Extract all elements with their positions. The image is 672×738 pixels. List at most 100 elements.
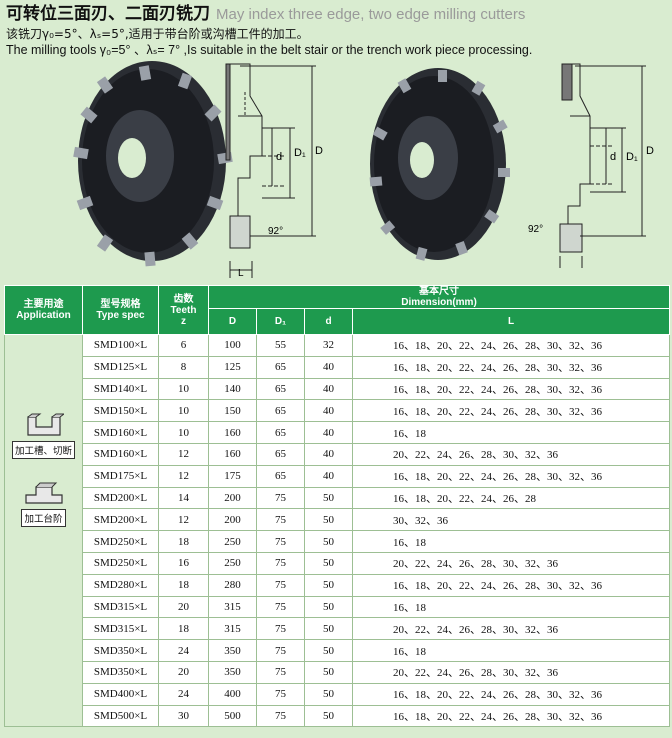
type-spec-cell: SMD200×L bbox=[82, 508, 159, 532]
D-cell: 250 bbox=[208, 530, 257, 553]
label-angle-right: 92° bbox=[528, 224, 543, 235]
label-angle-left: 92° bbox=[268, 226, 283, 237]
application-label-groove: 加工槽、切断 bbox=[11, 441, 75, 459]
D1-cell: 75 bbox=[256, 682, 305, 706]
d-cell: 50 bbox=[304, 595, 353, 619]
d-cell: 40 bbox=[304, 421, 353, 444]
header-L: L bbox=[352, 308, 670, 335]
description-chinese: 该铣刀γ₀=5°、λₛ=5°,适用于带台阶或沟槽工件的加工。 bbox=[6, 27, 309, 41]
header-D: D bbox=[208, 308, 257, 335]
teeth-cell: 12 bbox=[158, 442, 209, 466]
L-cell: 16、18 bbox=[352, 595, 670, 619]
D-cell: 140 bbox=[208, 377, 257, 401]
L-cell: 16、18 bbox=[352, 639, 670, 662]
d-cell: 50 bbox=[304, 639, 353, 662]
type-spec-cell: SMD315×L bbox=[82, 617, 159, 641]
d-cell: 40 bbox=[304, 355, 353, 379]
D-cell: 200 bbox=[208, 486, 257, 510]
D-cell: 350 bbox=[208, 660, 257, 684]
L-cell: 16、18 bbox=[352, 530, 670, 553]
D1-cell: 65 bbox=[256, 464, 305, 488]
title-chinese: 可转位三面刃、二面刃铣刀 bbox=[6, 4, 210, 24]
teeth-cell: 30 bbox=[158, 704, 209, 728]
L-cell: 16、18、20、22、24、26、28、30、32、36 bbox=[352, 377, 670, 401]
type-spec-cell: SMD200×L bbox=[82, 486, 159, 510]
teeth-cell: 12 bbox=[158, 464, 209, 488]
teeth-cell: 24 bbox=[158, 682, 209, 706]
D1-cell: 65 bbox=[256, 377, 305, 401]
D1-cell: 65 bbox=[256, 421, 305, 444]
teeth-cell: 20 bbox=[158, 595, 209, 619]
D-cell: 175 bbox=[208, 464, 257, 488]
section-diagram-right bbox=[559, 63, 646, 268]
L-cell: 16、18、20、22、24、26、28、30、32、36 bbox=[352, 464, 670, 488]
L-cell: 20、22、24、26、28、30、32、36 bbox=[352, 442, 670, 466]
header-d: d bbox=[304, 308, 353, 335]
label-d-left: d bbox=[276, 151, 282, 163]
d-cell: 50 bbox=[304, 551, 353, 575]
d-cell: 40 bbox=[304, 399, 353, 423]
d-cell: 50 bbox=[304, 573, 353, 597]
label-d-right: d bbox=[610, 151, 616, 163]
type-spec-cell: SMD100×L bbox=[82, 334, 159, 357]
teeth-cell: 14 bbox=[158, 486, 209, 510]
type-spec-cell: SMD350×L bbox=[82, 660, 159, 684]
step-icon bbox=[24, 482, 63, 504]
type-spec-cell: SMD400×L bbox=[82, 682, 159, 706]
teeth-cell: 8 bbox=[158, 355, 209, 379]
L-cell: 20、22、24、26、28、30、32、36 bbox=[352, 660, 670, 684]
d-cell: 50 bbox=[304, 704, 353, 728]
L-cell: 20、22、24、26、28、30、32、36 bbox=[352, 617, 670, 641]
D1-cell: 75 bbox=[256, 595, 305, 619]
teeth-cell: 24 bbox=[158, 639, 209, 662]
type-spec-cell: SMD140×L bbox=[82, 377, 159, 401]
type-spec-cell: SMD500×L bbox=[82, 704, 159, 728]
D1-cell: 75 bbox=[256, 704, 305, 728]
type-spec-cell: SMD175×L bbox=[82, 464, 159, 488]
type-spec-cell: SMD160×L bbox=[82, 421, 159, 444]
header: 可转位三面刃、二面刃铣刀 May index three edge, two ed… bbox=[6, 2, 672, 58]
D-cell: 400 bbox=[208, 682, 257, 706]
d-cell: 50 bbox=[304, 660, 353, 684]
title-english: May index three edge, two edge milling c… bbox=[216, 6, 526, 23]
teeth-cell: 6 bbox=[158, 334, 209, 357]
teeth-cell: 10 bbox=[158, 377, 209, 401]
label-D-left: D bbox=[315, 145, 323, 157]
teeth-cell: 18 bbox=[158, 530, 209, 553]
product-figures: d D₁ D L 92° bbox=[73, 61, 654, 279]
L-cell: 16、18 bbox=[352, 421, 670, 444]
d-cell: 40 bbox=[304, 442, 353, 466]
teeth-cell: 10 bbox=[158, 399, 209, 423]
type-spec-cell: SMD350×L bbox=[82, 639, 159, 662]
header-D1: D₁ bbox=[256, 308, 305, 335]
L-cell: 16、18、20、22、24、26、28、30、32、36 bbox=[352, 704, 670, 728]
d-cell: 50 bbox=[304, 682, 353, 706]
D-cell: 280 bbox=[208, 573, 257, 597]
groove-icon bbox=[26, 413, 64, 436]
d-cell: 50 bbox=[304, 508, 353, 532]
application-label-step: 加工台阶 bbox=[21, 509, 66, 527]
application-cell: 加工槽、切断加工台阶 bbox=[4, 333, 83, 728]
L-cell: 16、18、20、22、24、26、28、30、32、36 bbox=[352, 334, 670, 357]
L-cell: 16、18、20、22、24、26、28、30、32、36 bbox=[352, 355, 670, 379]
D1-cell: 75 bbox=[256, 508, 305, 532]
L-cell: 16、18、20、22、24、26、28、30、32、36 bbox=[352, 399, 670, 423]
type-spec-cell: SMD315×L bbox=[82, 595, 159, 619]
D-cell: 100 bbox=[208, 334, 257, 357]
type-spec-cell: SMD150×L bbox=[82, 399, 159, 423]
teeth-cell: 16 bbox=[158, 551, 209, 575]
